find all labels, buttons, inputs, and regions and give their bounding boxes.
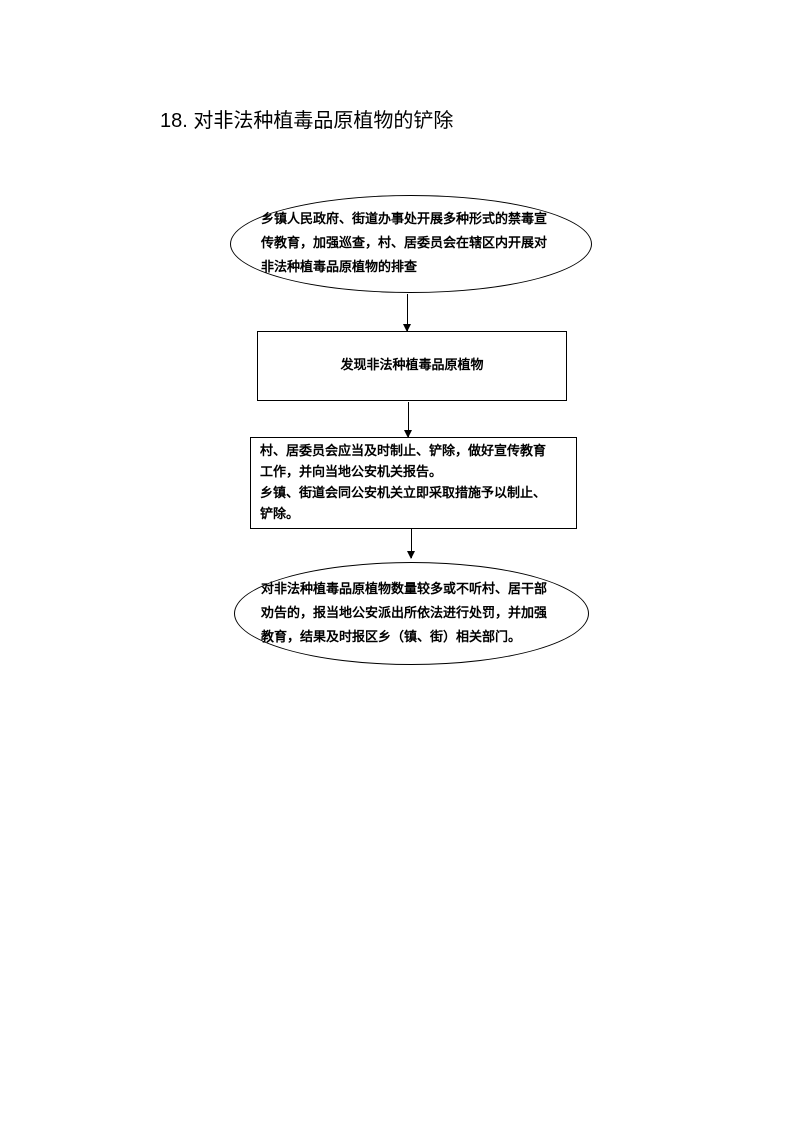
flow-action-box: 村、居委员会应当及时制止、铲除，做好宣传教育 工作，并向当地公安机关报告。 乡镇… [250, 437, 577, 529]
flow-end-oval: 对非法种植毒品原植物数量较多或不听村、居干部 劝告的，报当地公安派出所依法进行处… [234, 562, 589, 665]
flow-arrow [407, 529, 415, 559]
node-text: 教育，结果及时报区乡（镇、街）相关部门。 [261, 629, 522, 645]
flow-arrow [404, 402, 412, 438]
node-text: 非法种植毒品原植物的排查 [261, 260, 418, 275]
node-text: 乡镇、街道会同公安机关立即采取措施予以制止、 [260, 486, 547, 501]
flow-arrow [403, 294, 411, 332]
node-text: 工作，并向当地公安机关报告。 [260, 465, 443, 480]
node-text: 劝告的，报当地公安派出所依法进行处罚，并加强 [261, 605, 548, 621]
node-text: 村、居委员会应当及时制止、铲除，做好宣传教育 [260, 444, 547, 459]
flow-discover-box: 发现非法种植毒品原植物 [257, 331, 567, 401]
node-text: 发现非法种植毒品原植物 [340, 358, 484, 373]
node-text: 铲除。 [260, 507, 300, 522]
flow-start-oval: 乡镇人民政府、街道办事处开展多种形式的禁毒宣 传教育，加强巡查，村、居委员会在辖… [230, 195, 592, 293]
page-title: 18. 对非法种植毒品原植物的铲除 [160, 110, 454, 132]
node-text: 乡镇人民政府、街道办事处开展多种形式的禁毒宣 [261, 212, 548, 227]
node-text: 传教育，加强巡查，村、居委员会在辖区内开展对 [261, 236, 548, 251]
node-text: 对非法种植毒品原植物数量较多或不听村、居干部 [261, 581, 548, 597]
